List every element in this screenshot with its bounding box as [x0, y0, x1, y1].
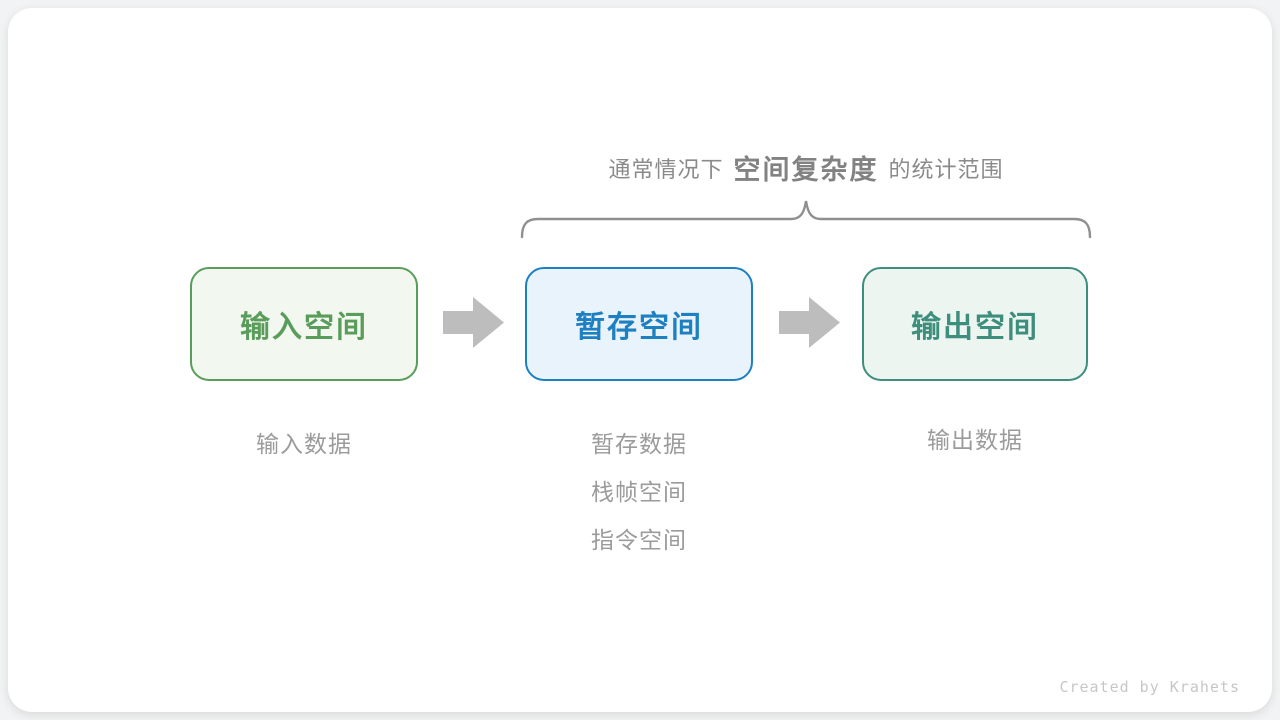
node-output-space: 输出空间	[862, 267, 1088, 381]
node-temp-space-label: 暂存空间	[575, 311, 703, 344]
scope-annotation-suffix: 的统计范围	[888, 157, 1004, 182]
scope-annotation-prefix: 通常情况下	[608, 157, 724, 182]
watermark-credit: Created by Krahets	[1059, 678, 1240, 696]
scope-annotation: 通常情况下空间复杂度的统计范围	[520, 148, 1092, 187]
label-output-data: 输出数据	[927, 427, 1023, 453]
scope-brace	[520, 197, 1092, 239]
arrow-right-icon	[443, 297, 504, 348]
label-instruction-space: 指令空间	[591, 527, 687, 553]
scope-annotation-highlight: 空间复杂度	[733, 155, 879, 185]
node-output-space-label: 输出空间	[911, 311, 1039, 344]
arrow-right-icon	[779, 297, 840, 348]
label-temp-data: 暂存数据	[591, 431, 687, 457]
curly-brace-icon	[520, 200, 1092, 239]
label-input-data: 输入数据	[256, 431, 352, 457]
label-stack-frame-space: 栈帧空间	[591, 479, 687, 505]
node-temp-space: 暂存空间	[525, 267, 753, 381]
node-input-space-label: 输入空间	[240, 311, 368, 344]
node-input-space: 输入空间	[190, 267, 418, 381]
